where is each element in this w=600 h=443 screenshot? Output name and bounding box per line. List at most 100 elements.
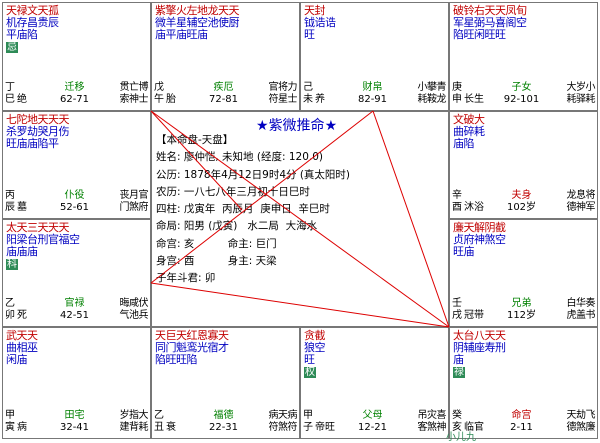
earthly-branch: 申 — [452, 94, 462, 105]
palace-name[interactable]: 命宫 — [511, 410, 532, 421]
palace-footer: 辛 酉 沐浴 夫身 102岁 龙息将 德神军 — [452, 190, 595, 216]
age-range: 2-11 — [510, 422, 533, 433]
life-stage: 冠带 — [464, 310, 484, 321]
star-row: 微羊星辅空池使厨 — [155, 16, 240, 29]
palace-gods: 天劫飞 德煞廉 — [566, 410, 596, 433]
star-row: 钺诰诰 — [304, 16, 336, 29]
star-row: 庙 — [453, 353, 464, 366]
palace-name[interactable]: 父母 — [362, 410, 383, 421]
palace-name[interactable]: 财帛 — [362, 82, 383, 93]
palace-you[interactable]: 文破大曲碎耗庙陷 辛 酉 沐浴 夫身 102岁 龙息将 德神军 — [449, 111, 598, 219]
palace-stars: 天封钺诰诰旺 — [304, 5, 336, 41]
stem-branch: 甲 子 — [303, 410, 313, 434]
star-row: 陷旺旺陷 — [155, 353, 197, 366]
star-row: 旺 — [304, 353, 315, 366]
star-row: 军星弼马喜阁空 — [453, 16, 527, 29]
palace-zi[interactable]: 贪截狼空旺权 甲 子 帝旺 父母 12-21 吊灾喜 客煞神 — [300, 327, 449, 439]
palace-chen[interactable]: 七陀地天天天杀罗劫哭月伤旺庙庙陷平 丙 辰 墓 仆役 52-61 丧月官 门煞府 — [2, 111, 151, 219]
info-line: 身宫: 酉 身主: 天梁 — [156, 255, 277, 268]
palace-footer: 癸 亥 临官 命宫 2-11 天劫飞 德煞廉 — [452, 410, 595, 436]
palace-mao[interactable]: 太天三天天天阳梁台刑官福空庙庙庙科 乙 卯 死 官禄 42-51 晦咸伏 气池兵 — [2, 219, 151, 327]
stem-branch: 丁 巳 — [5, 82, 15, 106]
heavenly-stem: 癸 — [452, 410, 462, 421]
star-row: 曲相巫 — [6, 341, 38, 354]
earthly-branch: 丑 — [154, 422, 164, 433]
star-row: 破铃右天天凤旬 — [453, 4, 527, 17]
palace-gods: 龙息将 德神军 — [566, 190, 596, 213]
earthly-branch: 亥 — [452, 422, 462, 433]
center-info-panel: ★紫微推命★ 【本命盘-天盘】姓名: 廖仲恺, 未知地 (经度: 120.0)公… — [151, 111, 449, 327]
life-stage: 胎 — [166, 94, 176, 105]
palace-gods: 丧月官 门煞府 — [119, 190, 149, 213]
age-range: 102岁 — [506, 202, 537, 213]
palace-wei[interactable]: 天封钺诰诰旺 己 未 养 财帛 82-91 小攀青 耗鞍龙 — [300, 2, 449, 111]
palace-stars: 廉天解阴截贞府神煞空旺庙 — [453, 222, 506, 258]
palace-name[interactable]: 迁移 — [64, 82, 85, 93]
age-range: 112岁 — [506, 310, 537, 321]
palace-yin[interactable]: 武天天曲相巫闲庙 甲 寅 病 田宅 32-41 岁指大 建背耗 — [2, 327, 151, 439]
star-row: 紫擎火左地龙天天 — [155, 4, 240, 17]
palace-name[interactable]: 疾厄 — [213, 82, 234, 93]
star-row: 天巨天红恩寡天 — [155, 329, 229, 342]
life-stage: 绝 — [17, 94, 27, 105]
info-line: 命局: 阳男 (戊寅) 水二局 大海水 — [156, 220, 318, 233]
palace-gods: 贯亡博 索神士 — [119, 82, 149, 105]
palace-shen[interactable]: 破铃右天天凤旬军星弼马喜阁空陷旺闲旺旺 庚 申 长生 子女 92-101 大岁小… — [449, 2, 598, 111]
palace-footer: 甲 子 帝旺 父母 12-21 吊灾喜 客煞神 — [303, 410, 446, 436]
age-range: 72-81 — [208, 94, 239, 105]
earthly-branch: 酉 — [452, 202, 462, 213]
stem-branch: 癸 亥 — [452, 410, 462, 434]
star-row: 机存昌贵辰 — [6, 16, 59, 29]
palace-name[interactable]: 夫身 — [511, 190, 532, 201]
palace-name[interactable]: 福德 — [213, 410, 234, 421]
star-row: 旺庙庙陷平 — [6, 137, 59, 150]
heavenly-stem: 甲 — [5, 410, 15, 421]
palace-name[interactable]: 仆役 — [64, 190, 85, 201]
info-line: 农历: 一八七八年三月初十日巳时 — [156, 185, 310, 198]
heavenly-stem: 丙 — [5, 190, 15, 201]
star-row: 旺 — [304, 28, 315, 41]
heavenly-stem: 甲 — [303, 410, 313, 421]
palace-hai[interactable]: 太台八天天阴辅座寿刑庙禄 癸 亥 临官 命宫 2-11 天劫飞 德煞廉 — [449, 327, 598, 439]
palace-xu[interactable]: 廉天解阴截贞府神煞空旺庙 壬 戌 冠带 兄弟 112岁 白华奏 虎盖书 — [449, 219, 598, 327]
palace-gods: 晦咸伏 气池兵 — [119, 298, 149, 321]
age-range: 52-61 — [59, 202, 90, 213]
star-row: 武天天 — [6, 329, 38, 342]
palace-footer: 乙 卯 死 官禄 42-51 晦咸伏 气池兵 — [5, 298, 148, 324]
palace-gods: 官将力 符星士 — [268, 82, 298, 105]
star-row: 庙庙庙 — [6, 245, 38, 258]
heavenly-stem: 乙 — [5, 298, 15, 309]
palace-name[interactable]: 田宅 — [64, 410, 85, 421]
earthly-branch: 未 — [303, 94, 313, 105]
earthly-branch: 子 — [303, 422, 313, 433]
age-range: 12-21 — [357, 422, 388, 433]
palace-si[interactable]: 天禄文天孤机存昌贵辰平庙陷忌 丁 巳 绝 迁移 62-71 贯亡博 索神士 — [2, 2, 151, 111]
stem-branch: 庚 申 — [452, 82, 462, 106]
transform-badge: 忌 — [6, 42, 18, 53]
stem-branch: 乙 卯 — [5, 298, 15, 322]
stem-branch: 甲 寅 — [5, 410, 15, 434]
palace-name[interactable]: 兄弟 — [511, 298, 532, 309]
palace-stars: 贪截狼空旺权 — [304, 329, 326, 378]
palace-stars: 七陀地天天天杀罗劫哭月伤旺庙庙陷平 — [6, 113, 70, 150]
star-row: 庙平庙旺庙 — [155, 28, 208, 41]
palace-wu[interactable]: 紫擎火左地龙天天微羊星辅空池使厨庙平庙旺庙 戊 午 胎 疾厄 72-81 官将力… — [151, 2, 300, 111]
life-stage: 衰 — [166, 422, 176, 433]
star-row: 贪截 — [304, 329, 326, 342]
palace-name[interactable]: 官禄 — [64, 298, 85, 309]
transform-badge: 科 — [6, 259, 18, 270]
star-row: 曲碎耗 — [453, 125, 485, 138]
palace-chou[interactable]: 天巨天红恩寡天同门魁鸾光宿才陷旺旺陷 乙 丑 衰 福德 22-31 病天病 符煞… — [151, 327, 300, 439]
star-row: 阴辅座寿刑 — [453, 341, 506, 354]
palace-gods: 吊灾喜 客煞神 — [417, 410, 447, 433]
star-row: 太天三天天天 — [6, 221, 69, 234]
age-range: 22-31 — [208, 422, 239, 433]
star-row: 七陀地天天天 — [6, 113, 70, 126]
life-stage: 墓 — [17, 202, 27, 213]
info-line: 四柱: 戊寅年 丙辰月 庚申日 辛巳时 — [156, 203, 330, 216]
palace-gods: 岁指大 建背耗 — [119, 410, 149, 433]
birth-info: 【本命盘-天盘】姓名: 廖仲恺, 未知地 (经度: 120.0)公历: 1878… — [156, 132, 350, 288]
palace-stars: 文破大曲碎耗庙陷 — [453, 114, 485, 150]
palace-name[interactable]: 子女 — [511, 82, 532, 93]
